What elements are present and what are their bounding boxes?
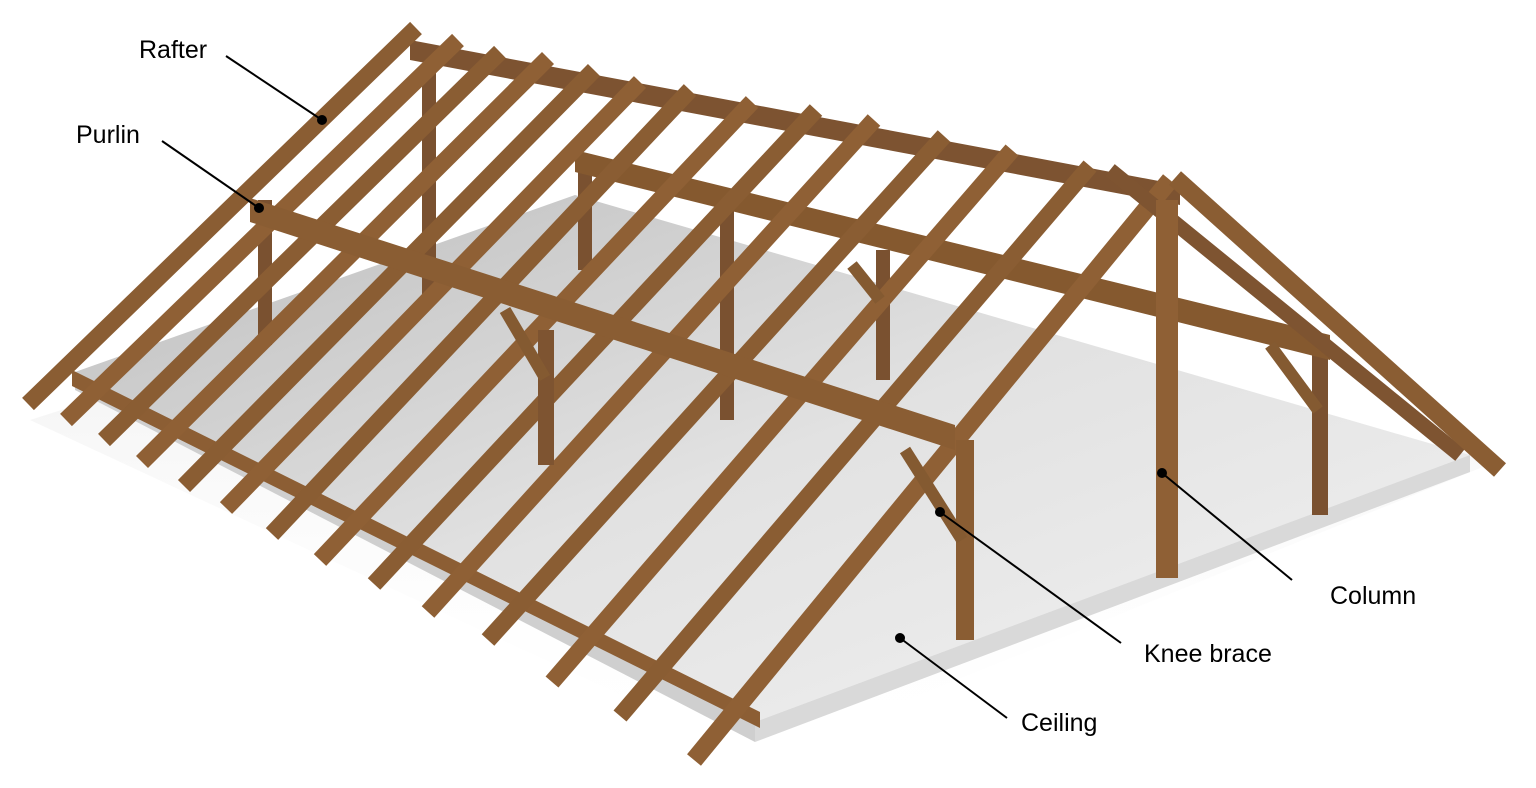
label-purlin: Purlin	[76, 121, 140, 149]
label-knee-brace: Knee brace	[1144, 640, 1272, 668]
label-ceiling: Ceiling	[1021, 709, 1098, 737]
rear-purlin	[575, 150, 1330, 360]
rafters	[22, 21, 1177, 766]
rafter-leader	[225, 55, 323, 121]
leader-lines	[161, 55, 1293, 719]
label-column: Column	[1330, 582, 1417, 610]
column-leader	[1161, 472, 1293, 581]
knee-brace-leader	[939, 511, 1122, 644]
ceiling-leader	[899, 637, 1008, 719]
purlin-leader	[161, 140, 260, 209]
knee-braces	[499, 261, 1323, 544]
front-purlin	[250, 198, 955, 450]
leader-dots	[254, 115, 1167, 643]
label-rafter: Rafter	[139, 36, 208, 64]
